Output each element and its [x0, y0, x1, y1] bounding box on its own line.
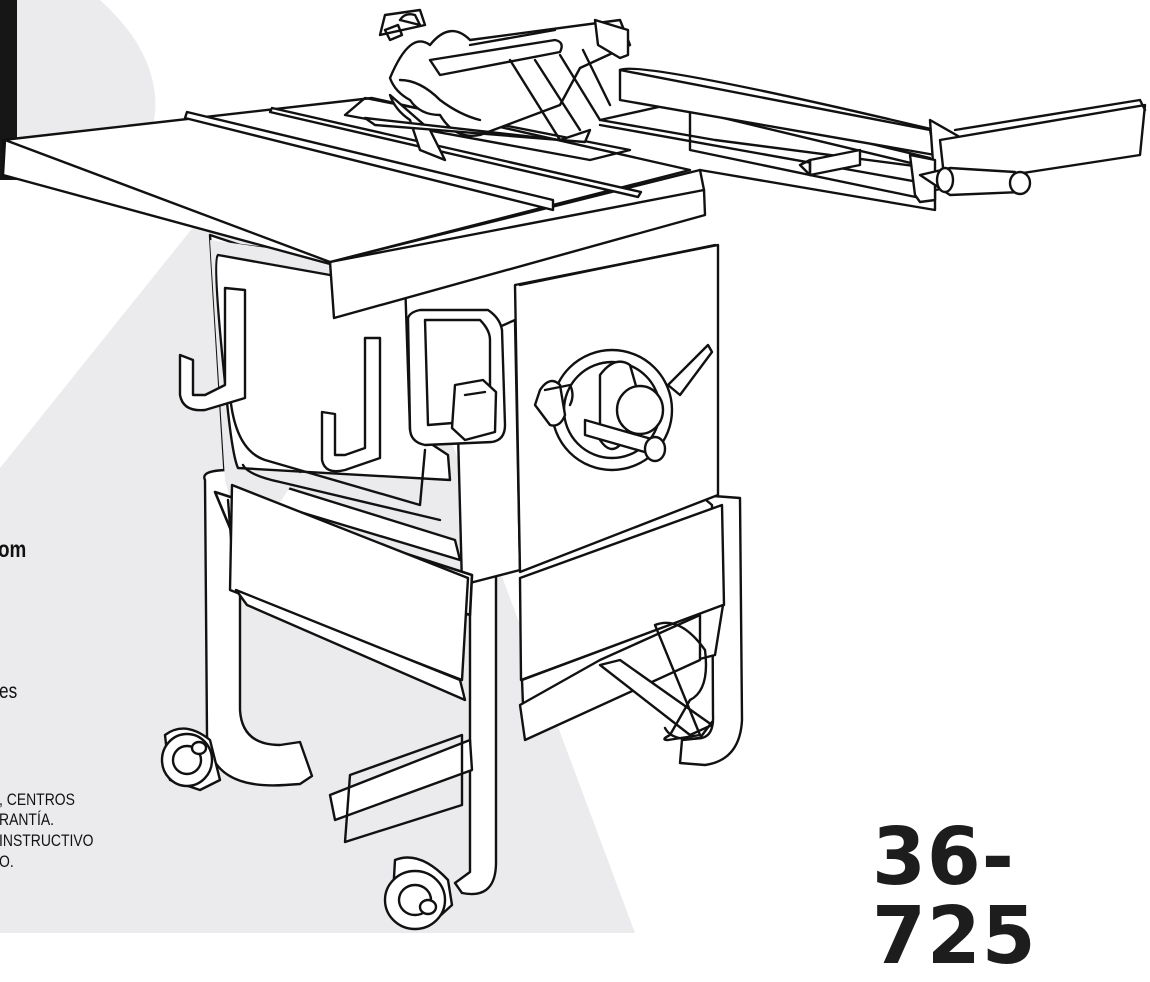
word-fragment-text: es: [0, 680, 18, 703]
model-number: 36-725: [872, 811, 1037, 982]
url-fragment-text: om: [0, 536, 27, 562]
spanish-line-3: INSTRUCTIVO: [0, 831, 94, 850]
black-corner-bar: [0, 0, 17, 180]
spanish-line-1: , CENTROS: [0, 790, 75, 809]
table-saw-icon: [1, 8, 1147, 931]
spanish-line-4: O.: [0, 852, 14, 871]
spanish-line-2: RANTÍA.: [0, 810, 54, 829]
